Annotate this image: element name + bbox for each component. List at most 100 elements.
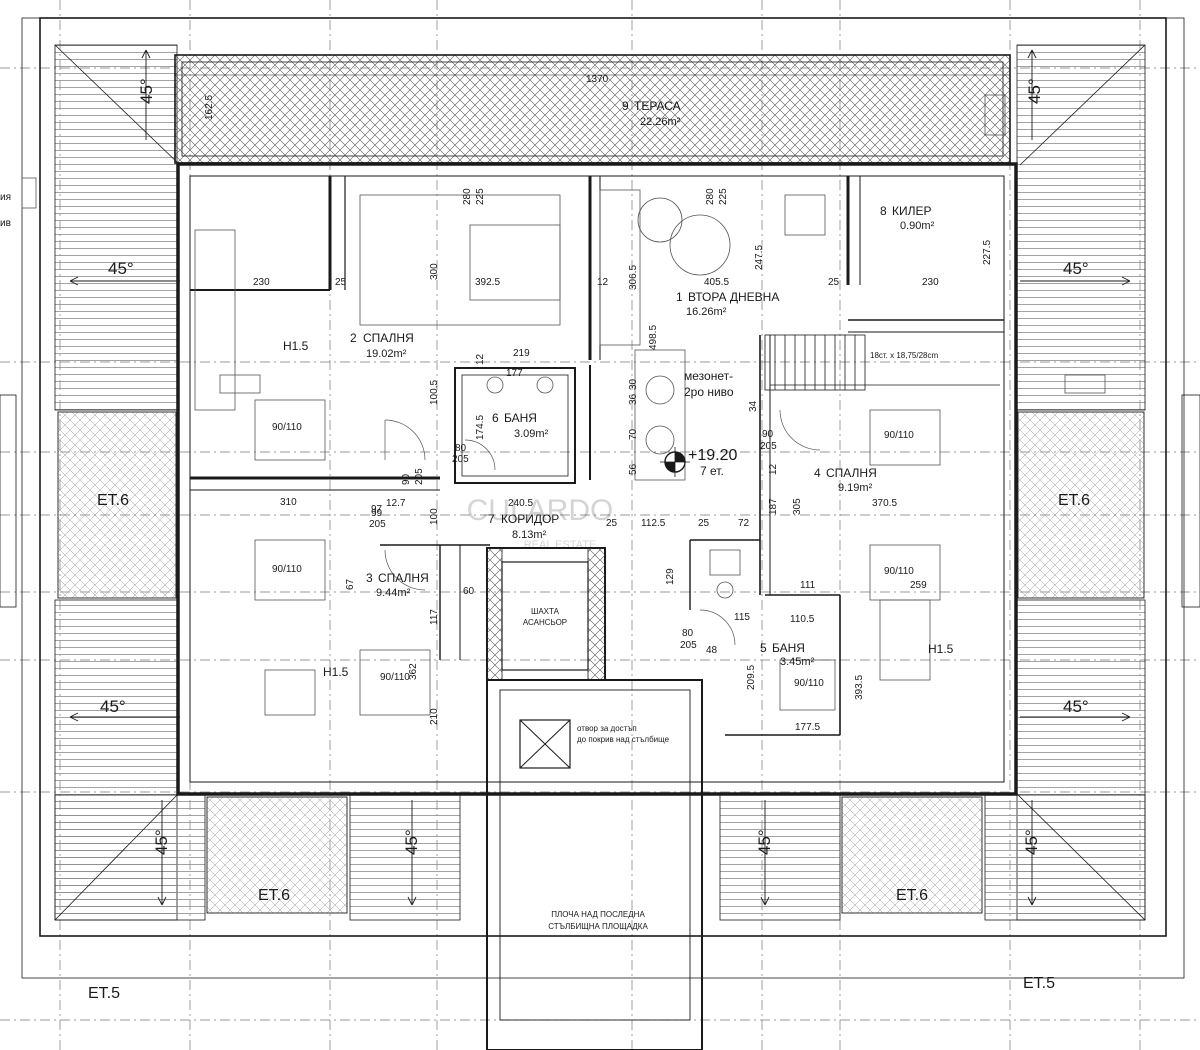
dim: 405.5 <box>704 277 729 288</box>
dim: 12 <box>475 353 486 365</box>
slab-note-line-2: СТЪЛБИЩНА ПЛОЩАДКА <box>548 922 648 931</box>
slope-arrows <box>69 49 1131 906</box>
dim: 219 <box>513 348 530 359</box>
dim: 80 <box>455 443 467 454</box>
dim: 205 <box>414 468 425 485</box>
dim: 115 <box>734 612 750 623</box>
window-tag: 90/110 <box>884 430 914 441</box>
dim: 12.7 <box>386 498 406 509</box>
dim: 187 <box>768 498 779 515</box>
room-1-name: ВТОРА ДНЕВНА <box>688 290 779 304</box>
window-tag: 90/110 <box>272 564 302 575</box>
room-2-name: СПАЛНЯ <box>363 331 414 345</box>
dim: 240.5 <box>508 498 533 509</box>
dim: 259 <box>910 580 927 591</box>
dim: 393.5 <box>854 675 865 700</box>
shaft-line-2: АСАНСЬОР <box>523 618 567 627</box>
elevation-floor: 7 ет. <box>700 464 724 478</box>
room-1-number: 1 <box>676 290 683 304</box>
dim: 209.5 <box>746 665 757 690</box>
angle-label: 45° <box>108 259 134 278</box>
dim: 230 <box>253 277 270 288</box>
h-label: H1.5 <box>283 339 309 353</box>
room-3-name: СПАЛНЯ <box>378 571 429 585</box>
dim: 205 <box>452 454 469 465</box>
room-6-number: 6 <box>492 411 499 425</box>
dim: 36 <box>628 393 639 405</box>
angle-label: 45° <box>1022 829 1041 855</box>
window-tag: 90/110 <box>884 566 914 577</box>
dim: 498.5 <box>648 325 659 350</box>
angle-label: 45° <box>402 829 421 855</box>
slab-note-line-1: ПЛОЧА НАД ПОСЛЕДНА <box>551 910 645 919</box>
annotations: +19.20 7 ет. мезонет- 2ро ниво ШАХТА АСА… <box>0 192 737 931</box>
dim: 370.5 <box>872 498 897 509</box>
dim: 99 <box>371 508 383 519</box>
dim: 210 <box>429 708 440 725</box>
dim: 392.5 <box>475 277 500 288</box>
left-edge-fragment-2: ив <box>0 218 11 229</box>
roof-access-line-2: до покрив над стълбище <box>577 735 670 744</box>
window-tag: 90/110 <box>380 672 410 683</box>
room-6-name: БАНЯ <box>504 411 537 425</box>
dim: 56 <box>628 463 639 475</box>
dim: 362 <box>408 663 419 680</box>
dim: 162.5 <box>204 95 215 120</box>
dim: 12 <box>597 277 609 288</box>
dim: 174.5 <box>475 415 486 440</box>
room-9-number: 9 <box>622 99 629 113</box>
elevation-value: +19.20 <box>688 447 737 464</box>
dim: 12 <box>768 463 779 475</box>
room-1-area: 16.26m² <box>686 306 727 318</box>
floor-label-bottom-right: ET.6 <box>896 887 928 904</box>
dim: 30 <box>628 378 639 390</box>
window-tag: 90/110 <box>794 678 824 689</box>
dim: 230 <box>922 277 939 288</box>
floor-label-below-right: ET.5 <box>1023 975 1055 992</box>
room-5-area: 3.45m² <box>780 656 815 668</box>
dim: 25 <box>335 277 347 288</box>
outer-outline <box>0 17 1200 979</box>
room-8-number: 8 <box>880 204 887 218</box>
floor-label-below-left: ET.5 <box>88 985 120 1002</box>
dimension-labels: 1370 162.5 280 225 280 225 230 25 300 39… <box>204 74 993 733</box>
dim: 97 <box>371 504 383 515</box>
dim: 72 <box>738 518 750 529</box>
roof-angle-labels: 45° 45° 45° 45° 45° 45° 45° 45° 45° 45° <box>100 78 1089 855</box>
dim: 25 <box>698 518 710 529</box>
door-swings <box>384 409 821 646</box>
dim: 205 <box>369 519 386 530</box>
dim: 300 <box>429 263 440 280</box>
room-5-name: БАНЯ <box>772 641 805 655</box>
dim: 280 <box>462 188 473 205</box>
dim: 306.5 <box>628 265 639 290</box>
room-7-area: 8.13m² <box>512 529 547 541</box>
dim: 177.5 <box>795 722 820 733</box>
room-4-name: СПАЛНЯ <box>826 466 877 480</box>
angle-label: 45° <box>100 697 126 716</box>
floor-labels: ET.6 ET.6 ET.6 ET.6 ET.5 ET.5 <box>88 492 1090 1002</box>
watermark-line-2: REAL ESTATE <box>524 539 597 551</box>
room-9-area: 22.26m² <box>640 116 681 128</box>
dim: 1370 <box>586 74 609 85</box>
dim: 310 <box>280 497 297 508</box>
dim: 25 <box>606 518 618 529</box>
staircase <box>764 334 1000 391</box>
dim: 60 <box>463 586 475 597</box>
room-2-number: 2 <box>350 331 357 345</box>
elevation-marker <box>660 447 690 477</box>
h-label: H1.5 <box>323 665 349 679</box>
room-8-area: 0.90m² <box>900 220 935 232</box>
dim: 18ст. x 18,75/28cm <box>870 351 938 360</box>
dim: 110.5 <box>790 614 815 625</box>
stair-tower <box>486 679 703 1050</box>
room-9-name: ТЕРАСА <box>634 99 681 113</box>
dim: 225 <box>475 188 486 205</box>
dim: 100 <box>429 508 440 525</box>
floor-label-bottom-left: ET.6 <box>258 887 290 904</box>
dim: 225 <box>718 188 729 205</box>
room-6-area: 3.09m² <box>514 428 549 440</box>
dim: 247.5 <box>754 245 765 270</box>
dim: 90 <box>401 473 412 485</box>
